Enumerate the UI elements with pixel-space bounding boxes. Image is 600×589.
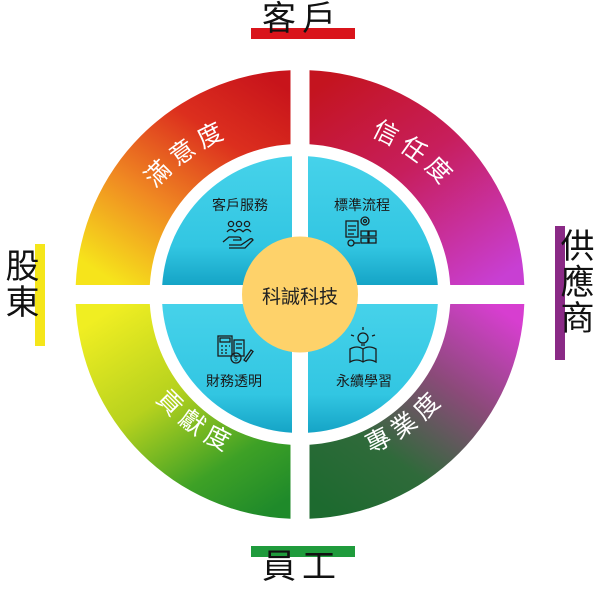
stakeholder-top-label: 客戶 bbox=[262, 0, 342, 39]
outer-quadrant-top-right bbox=[309, 70, 525, 285]
customer-service-icon bbox=[222, 220, 254, 249]
outer-quadrant-bottom-right bbox=[309, 304, 525, 519]
right-label-bar bbox=[555, 226, 565, 360]
inner-label-top-left: 客戶服務 bbox=[212, 197, 268, 214]
left-label-bar bbox=[35, 244, 45, 346]
stakeholder-bottom-label: 員工 bbox=[262, 547, 342, 587]
inner-quadrant-top-right bbox=[308, 156, 438, 285]
center-label: 科誠科技 bbox=[262, 286, 338, 308]
outer-quadrant-bottom-left bbox=[75, 304, 291, 519]
inner-quadrant-bottom-right bbox=[308, 304, 438, 433]
stakeholder-left-label: 股東 bbox=[0, 248, 39, 320]
bottom-label-bar bbox=[251, 546, 355, 557]
stakeholder-right-label: 供應商 bbox=[554, 228, 594, 336]
inner-label-bottom-right: 永續學習 bbox=[336, 374, 392, 390]
inner-quadrant-top-left bbox=[162, 156, 292, 285]
center-circle bbox=[242, 236, 358, 353]
standard-process-icon bbox=[345, 216, 377, 247]
top-label-bar bbox=[251, 28, 355, 39]
continuous-learning-icon bbox=[349, 327, 377, 364]
outer-quadrant-top-left bbox=[75, 70, 291, 285]
inner-quadrant-bottom-left bbox=[162, 304, 292, 433]
inner-label-top-right: 標準流程 bbox=[334, 198, 390, 214]
inner-label-bottom-left: 財務透明 bbox=[206, 374, 262, 390]
svg-text:$: $ bbox=[234, 355, 238, 363]
financial-transparency-icon: $ bbox=[217, 335, 254, 364]
